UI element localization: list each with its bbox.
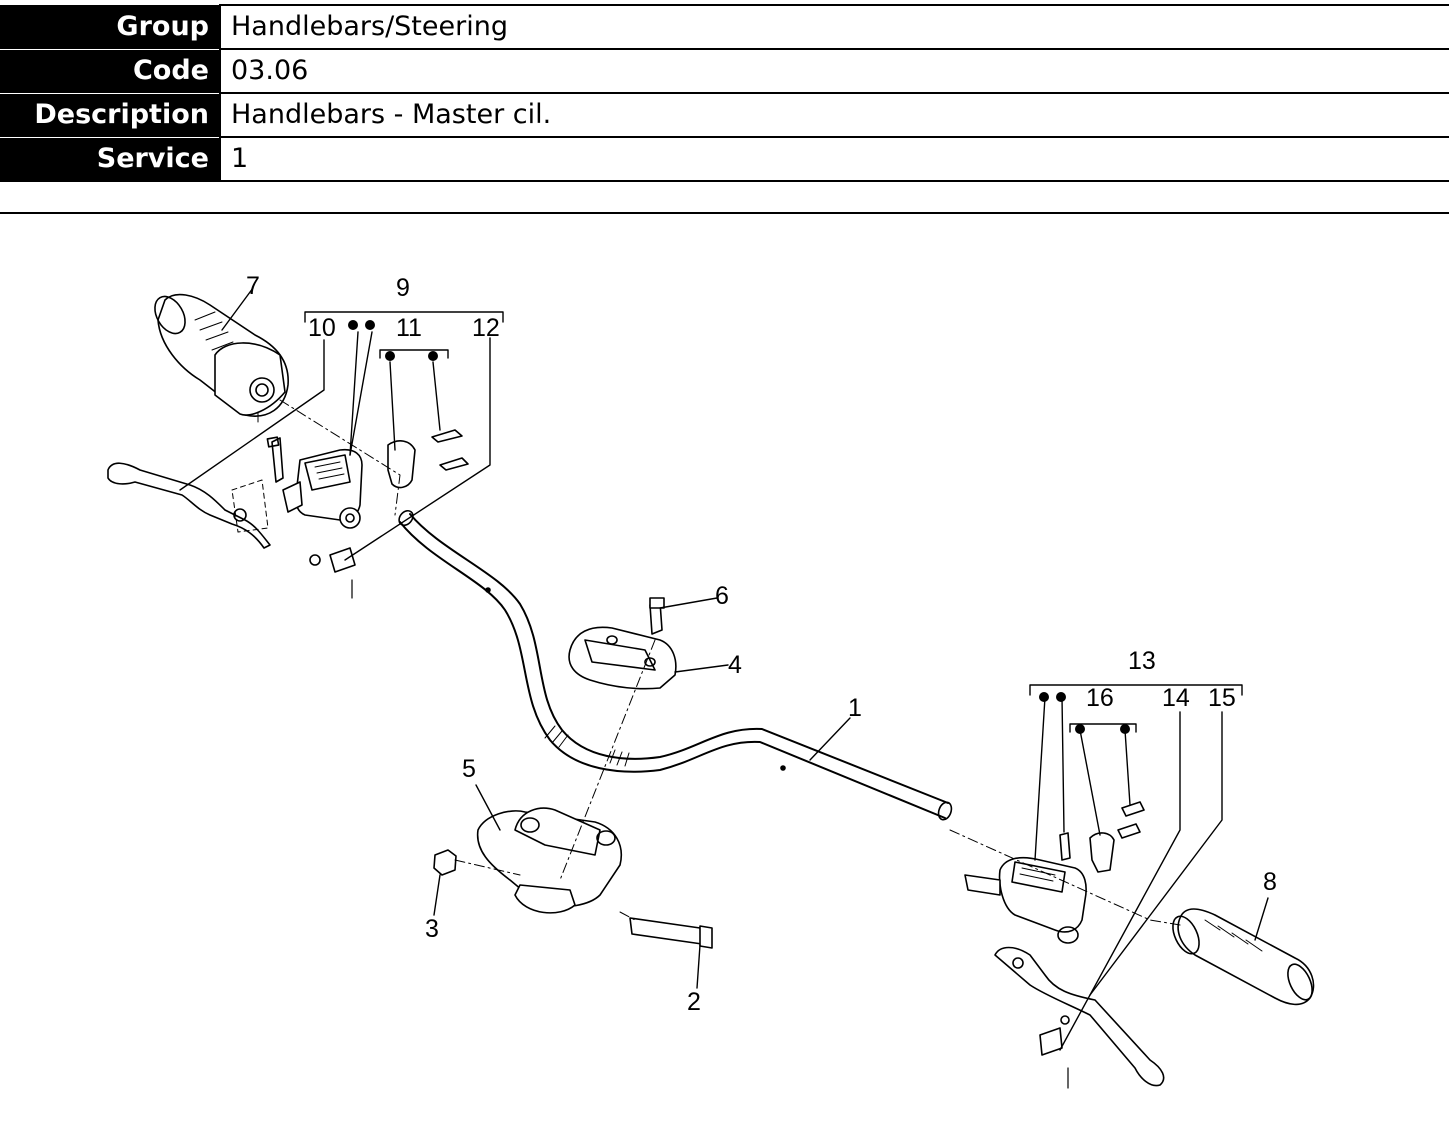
code-value: 03.06 — [219, 48, 1449, 93]
leader-lines — [179, 287, 1269, 1051]
callout-14: 14 — [1162, 684, 1190, 712]
right-master-cylinder-part — [964, 801, 1145, 944]
exploded-parts-diagram: 7 9 10 11 12 6 4 1 5 3 2 13 16 14 15 8 — [107, 272, 1315, 1089]
service-value: 1 — [219, 136, 1449, 182]
right-lever-part — [994, 946, 1165, 1089]
group-value: Handlebars/Steering — [219, 4, 1449, 49]
right-grip-part — [1172, 908, 1315, 1006]
part-info-table: Group Handlebars/Steering Code 03.06 Des… — [0, 4, 1449, 182]
callout-13: 13 — [1128, 647, 1156, 675]
nut-and-bolt-parts — [433, 849, 713, 949]
callout-2: 2 — [687, 988, 701, 1016]
upper-clamp-part — [568, 597, 677, 690]
callout-11: 11 — [396, 314, 422, 342]
description-label: Description — [0, 93, 220, 138]
info-row-service: Service 1 — [0, 136, 1449, 182]
callout-6: 6 — [715, 582, 729, 610]
handlebar-part — [398, 509, 953, 821]
left-lever-part — [107, 462, 271, 549]
callout-9: 9 — [396, 274, 410, 302]
callout-10: 10 — [308, 314, 336, 342]
callout-16: 16 — [1086, 684, 1114, 712]
bullet-markers — [348, 320, 1130, 734]
callout-7: 7 — [246, 272, 260, 300]
info-row-description: Description Handlebars - Master cil. — [0, 92, 1449, 138]
left-master-cylinder-part — [266, 436, 363, 599]
callout-4: 4 — [728, 651, 742, 679]
lower-riser-part — [476, 807, 622, 914]
group-label: Group — [0, 5, 220, 50]
code-label: Code — [0, 49, 220, 94]
callout-15: 15 — [1208, 684, 1236, 712]
callout-1: 1 — [848, 694, 862, 722]
info-row-group: Group Handlebars/Steering — [0, 4, 1449, 50]
description-value: Handlebars - Master cil. — [219, 92, 1449, 137]
left-clamp-part — [387, 429, 469, 489]
info-row-code: Code 03.06 — [0, 48, 1449, 94]
callout-8: 8 — [1263, 868, 1277, 896]
separator-line — [0, 212, 1449, 214]
callout-12: 12 — [472, 314, 500, 342]
left-grip-switch-part — [154, 293, 289, 423]
service-label: Service — [0, 137, 220, 182]
alignment-lines — [279, 399, 1181, 926]
callout-3: 3 — [425, 915, 439, 943]
callout-5: 5 — [462, 755, 476, 783]
